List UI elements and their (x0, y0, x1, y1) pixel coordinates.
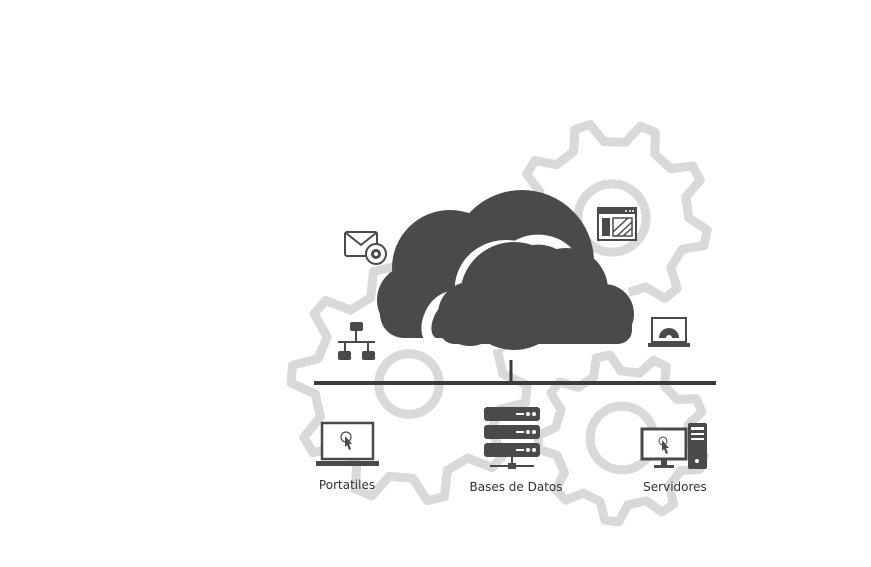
laptop-touch-icon (316, 421, 379, 466)
browser-window-icon (597, 207, 637, 241)
network-bus (314, 360, 716, 385)
laptop-settings-icon (648, 317, 690, 347)
email-settings-icon (344, 231, 387, 265)
label-bases-de-datos: Bases de Datos (469, 480, 563, 494)
label-servidores: Servidores (643, 480, 707, 494)
desktop-tower-icon (640, 423, 707, 469)
cloud-icon (377, 190, 642, 350)
database-server-icon (484, 407, 540, 469)
cloud-front (421, 234, 642, 350)
network-hierarchy-icon (338, 322, 375, 360)
label-portatiles: Portatiles (318, 478, 376, 492)
